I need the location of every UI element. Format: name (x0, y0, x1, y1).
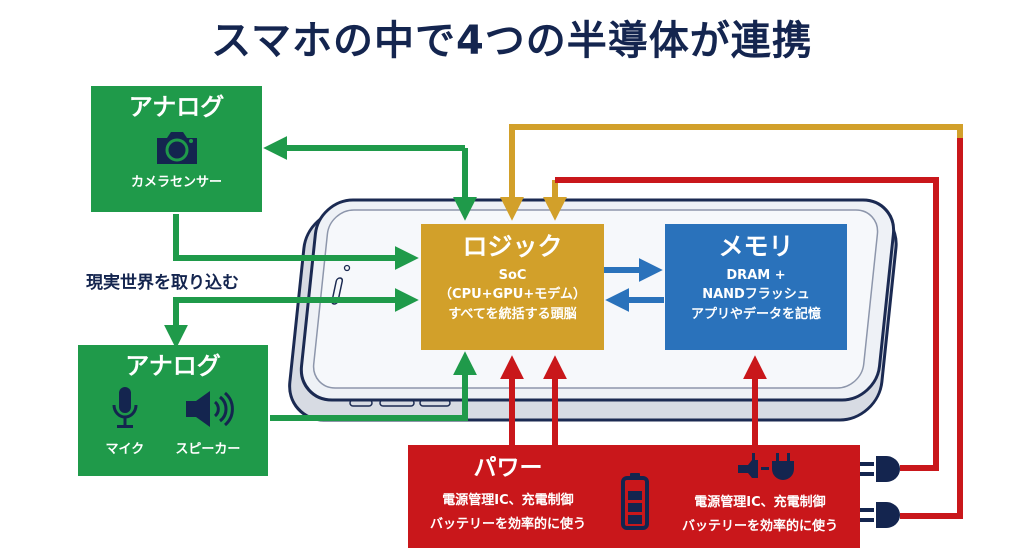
analog-heading-bottom: アナログ (125, 352, 221, 380)
power-heading: パワー (473, 455, 543, 481)
speaker-label: スピーカー (175, 442, 241, 457)
battery-icon (621, 473, 649, 530)
analog-camera-block: アナログ カメラセンサー (91, 86, 262, 212)
power-left: パワー 電源管理IC、充電制御 バッテリーを効率的に使う (408, 453, 608, 537)
logic-description: すべてを統括する頭脳 (448, 307, 577, 322)
microphone-item: マイク (105, 385, 145, 461)
analog-heading: アナログ (128, 93, 225, 121)
capture-real-world-label: 現実世界を取り込む (86, 273, 239, 293)
logic-heading: ロジック (462, 232, 563, 261)
arrow-camera-to-logic (173, 214, 419, 270)
camera-icon (156, 132, 197, 164)
memory-nand: NANDフラッシュ (702, 287, 810, 302)
power-right-line1: 電源管理IC、充電制御 (694, 495, 826, 510)
wire-plug-top (555, 177, 939, 471)
memory-description: アプリやデータを記憶 (690, 307, 821, 322)
diagram-title: スマホの中で4つの半導体が連携 (211, 18, 813, 64)
analog-audio-block: アナログ マイク スピーカー (78, 345, 268, 476)
power-left-line2: バッテリーを効率的に使う (429, 517, 586, 532)
plug-connector-icon (738, 453, 794, 480)
memory-heading: メモリ (718, 232, 794, 261)
arrow-power-logic-gold (500, 124, 963, 221)
memory-block: メモリ DRAM + NANDフラッシュ アプリやデータを記憶 (665, 224, 847, 350)
microphone-icon (112, 387, 138, 428)
speaker-item: スピーカー (175, 385, 240, 461)
wire-plug-bottom (900, 138, 963, 519)
power-left-line1: 電源管理IC、充電制御 (442, 493, 574, 508)
power-block: パワー 電源管理IC、充電制御 バッテリーを効率的に使う 電源管理IC、充電制御… (408, 445, 860, 548)
logic-soc: SoC (498, 268, 527, 283)
memory-dram: DRAM + (726, 268, 786, 283)
power-plug-icon (860, 456, 900, 528)
power-right: 電源管理IC、充電制御 バッテリーを効率的に使う (664, 491, 856, 539)
microphone-label: マイク (105, 442, 145, 457)
speaker-icon (185, 391, 234, 427)
camera-sensor-label: カメラセンサー (130, 175, 222, 190)
power-right-line2: バッテリーを効率的に使う (681, 519, 838, 534)
logic-block: ロジック SoC （CPU+GPU+モデム） すべてを統括する頭脳 (421, 224, 604, 350)
logic-components: （CPU+GPU+モデム） (439, 287, 586, 302)
arrow-audio-to-logic (270, 351, 477, 421)
